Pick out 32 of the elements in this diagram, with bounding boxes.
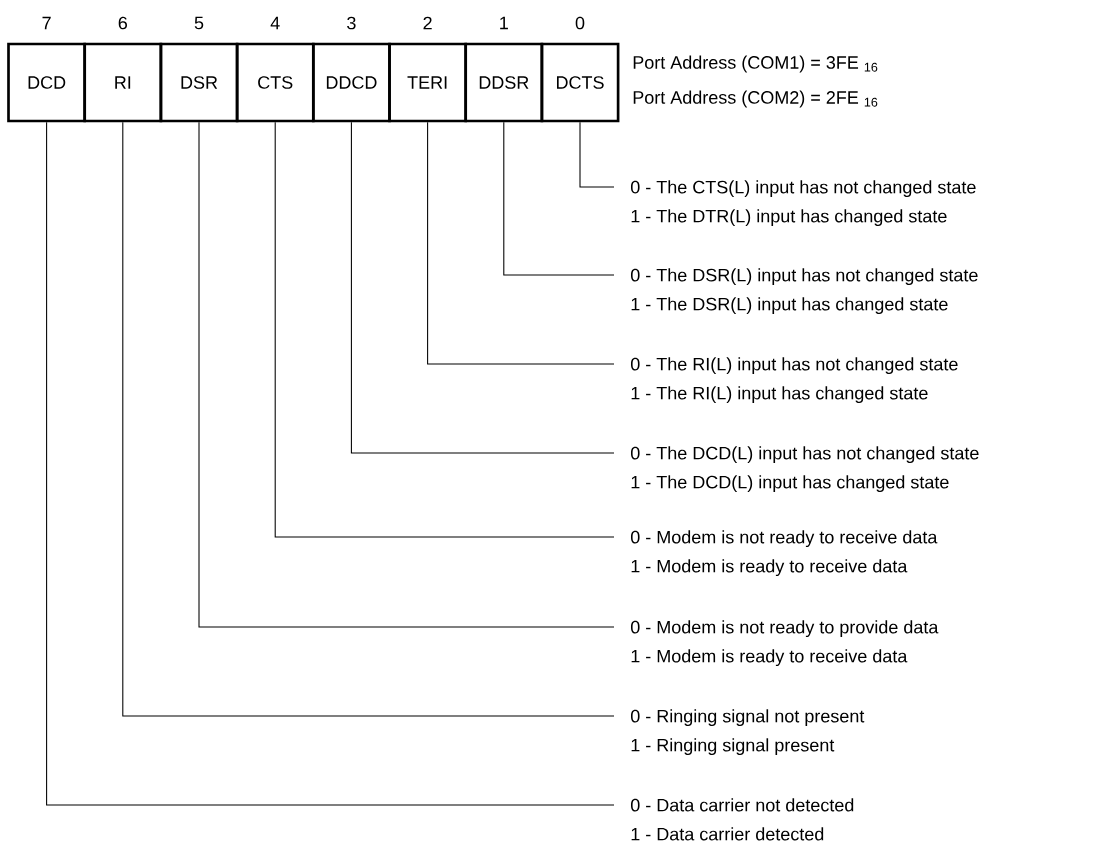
bit-number: 3: [347, 16, 356, 30]
bit-description: 0 - The CTS(L) input has not changed state 1 - The DTR(L) input has changed state: [631, 180, 976, 227]
leader-line: [46, 121, 615, 806]
leader-line: [579, 121, 615, 188]
bit-description: 0 - Modem is not ready to provide data 1 - Modem is ready to receive data: [631, 620, 939, 667]
register-cell: CTS: [235, 42, 315, 123]
register-cell: DDCD: [311, 42, 391, 123]
leader-line: [350, 121, 615, 454]
bit-number: 5: [194, 16, 204, 30]
register-cell: RI: [83, 42, 163, 123]
register-cell: DCD: [7, 42, 87, 123]
bit-description: 0 - The DSR(L) input has not changed state 1 - The DSR(L) input has changed state: [631, 268, 978, 315]
bit-description: 0 - Data carrier not detected 1 - Data carrier detected: [631, 798, 854, 841]
bit-number: 0: [575, 16, 585, 30]
bit-description: 0 - Modem is not ready to receive data 1 - Modem is ready to receive data: [631, 530, 938, 577]
bit-number: 7: [42, 16, 51, 30]
bit-description: 0 - The RI(L) input has not changed state 1 - The RI(L) input has changed state: [631, 357, 958, 404]
register-cell: TERI: [388, 42, 468, 123]
leader-line: [198, 121, 615, 628]
bit-number: 4: [270, 16, 280, 30]
bit-number: 2: [423, 16, 432, 30]
bit-number: 6: [118, 16, 127, 30]
bit-description: 0 - The DCD(L) input has not changed state 1 - The DCD(L) input has changed state: [631, 446, 979, 493]
leader-line: [274, 121, 615, 538]
bit-number: 1: [500, 16, 508, 30]
bit-description: 0 - Ringing signal not present 1 - Ringing signal present: [631, 709, 865, 756]
leader-line: [122, 121, 615, 717]
leader-line: [503, 121, 615, 276]
register-cell: DDSR: [464, 42, 544, 123]
register-cell: DSR: [159, 42, 239, 123]
leader-line: [427, 121, 615, 365]
register-cell: DCTS: [540, 42, 620, 123]
